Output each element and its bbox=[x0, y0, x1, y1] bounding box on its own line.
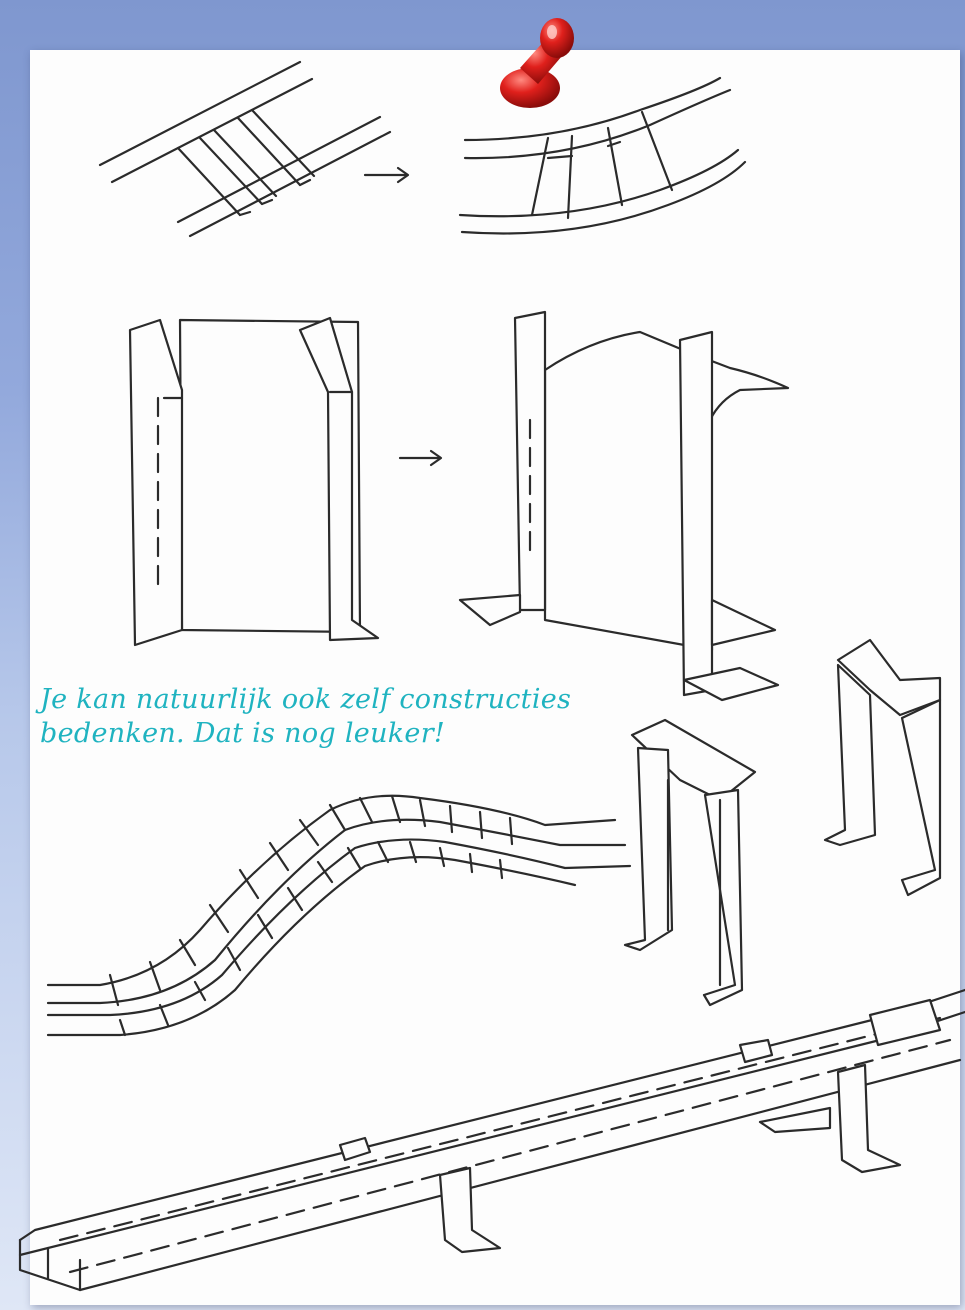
long-beam-track bbox=[20, 990, 965, 1290]
right-arrow-icon bbox=[400, 451, 441, 465]
caption-line-1: Je kan natuurlijk ook zelf constructies bbox=[40, 683, 600, 717]
flat-strip-with-flaps bbox=[130, 318, 378, 645]
caption-line-2: bedenken. Dat is nog leuker! bbox=[40, 717, 600, 751]
right-arrow-icon bbox=[365, 168, 408, 182]
hill-ladder-track bbox=[48, 796, 630, 1035]
handwritten-caption: Je kan natuurlijk ook zelf constructies … bbox=[40, 683, 600, 751]
tall-folded-support bbox=[825, 640, 940, 895]
arch-support bbox=[625, 720, 755, 1005]
straight-ladder-track bbox=[100, 62, 390, 236]
standing-wall-with-feet bbox=[460, 312, 788, 700]
red-pushpin-icon bbox=[490, 8, 585, 113]
